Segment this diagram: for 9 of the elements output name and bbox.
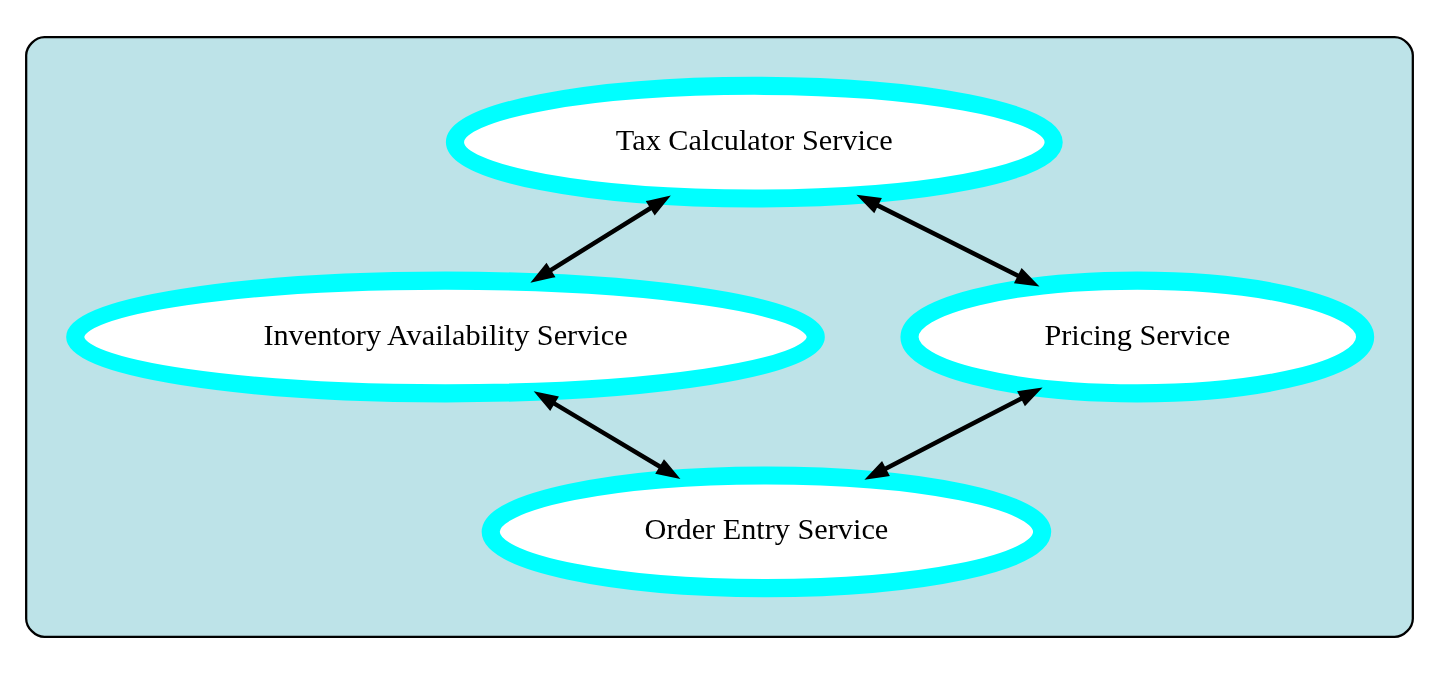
node-ellipse: Inventory Availability Service <box>66 271 825 403</box>
cluster <box>25 36 1414 638</box>
node-ellipse: Order Entry Service <box>481 466 1052 598</box>
node-ellipse: Pricing Service <box>900 271 1375 403</box>
arrow <box>856 194 1040 287</box>
node-ellipse: Tax Calculator Service <box>445 76 1063 208</box>
arrow <box>533 391 681 479</box>
arrow <box>530 195 671 283</box>
arrow <box>864 387 1043 480</box>
